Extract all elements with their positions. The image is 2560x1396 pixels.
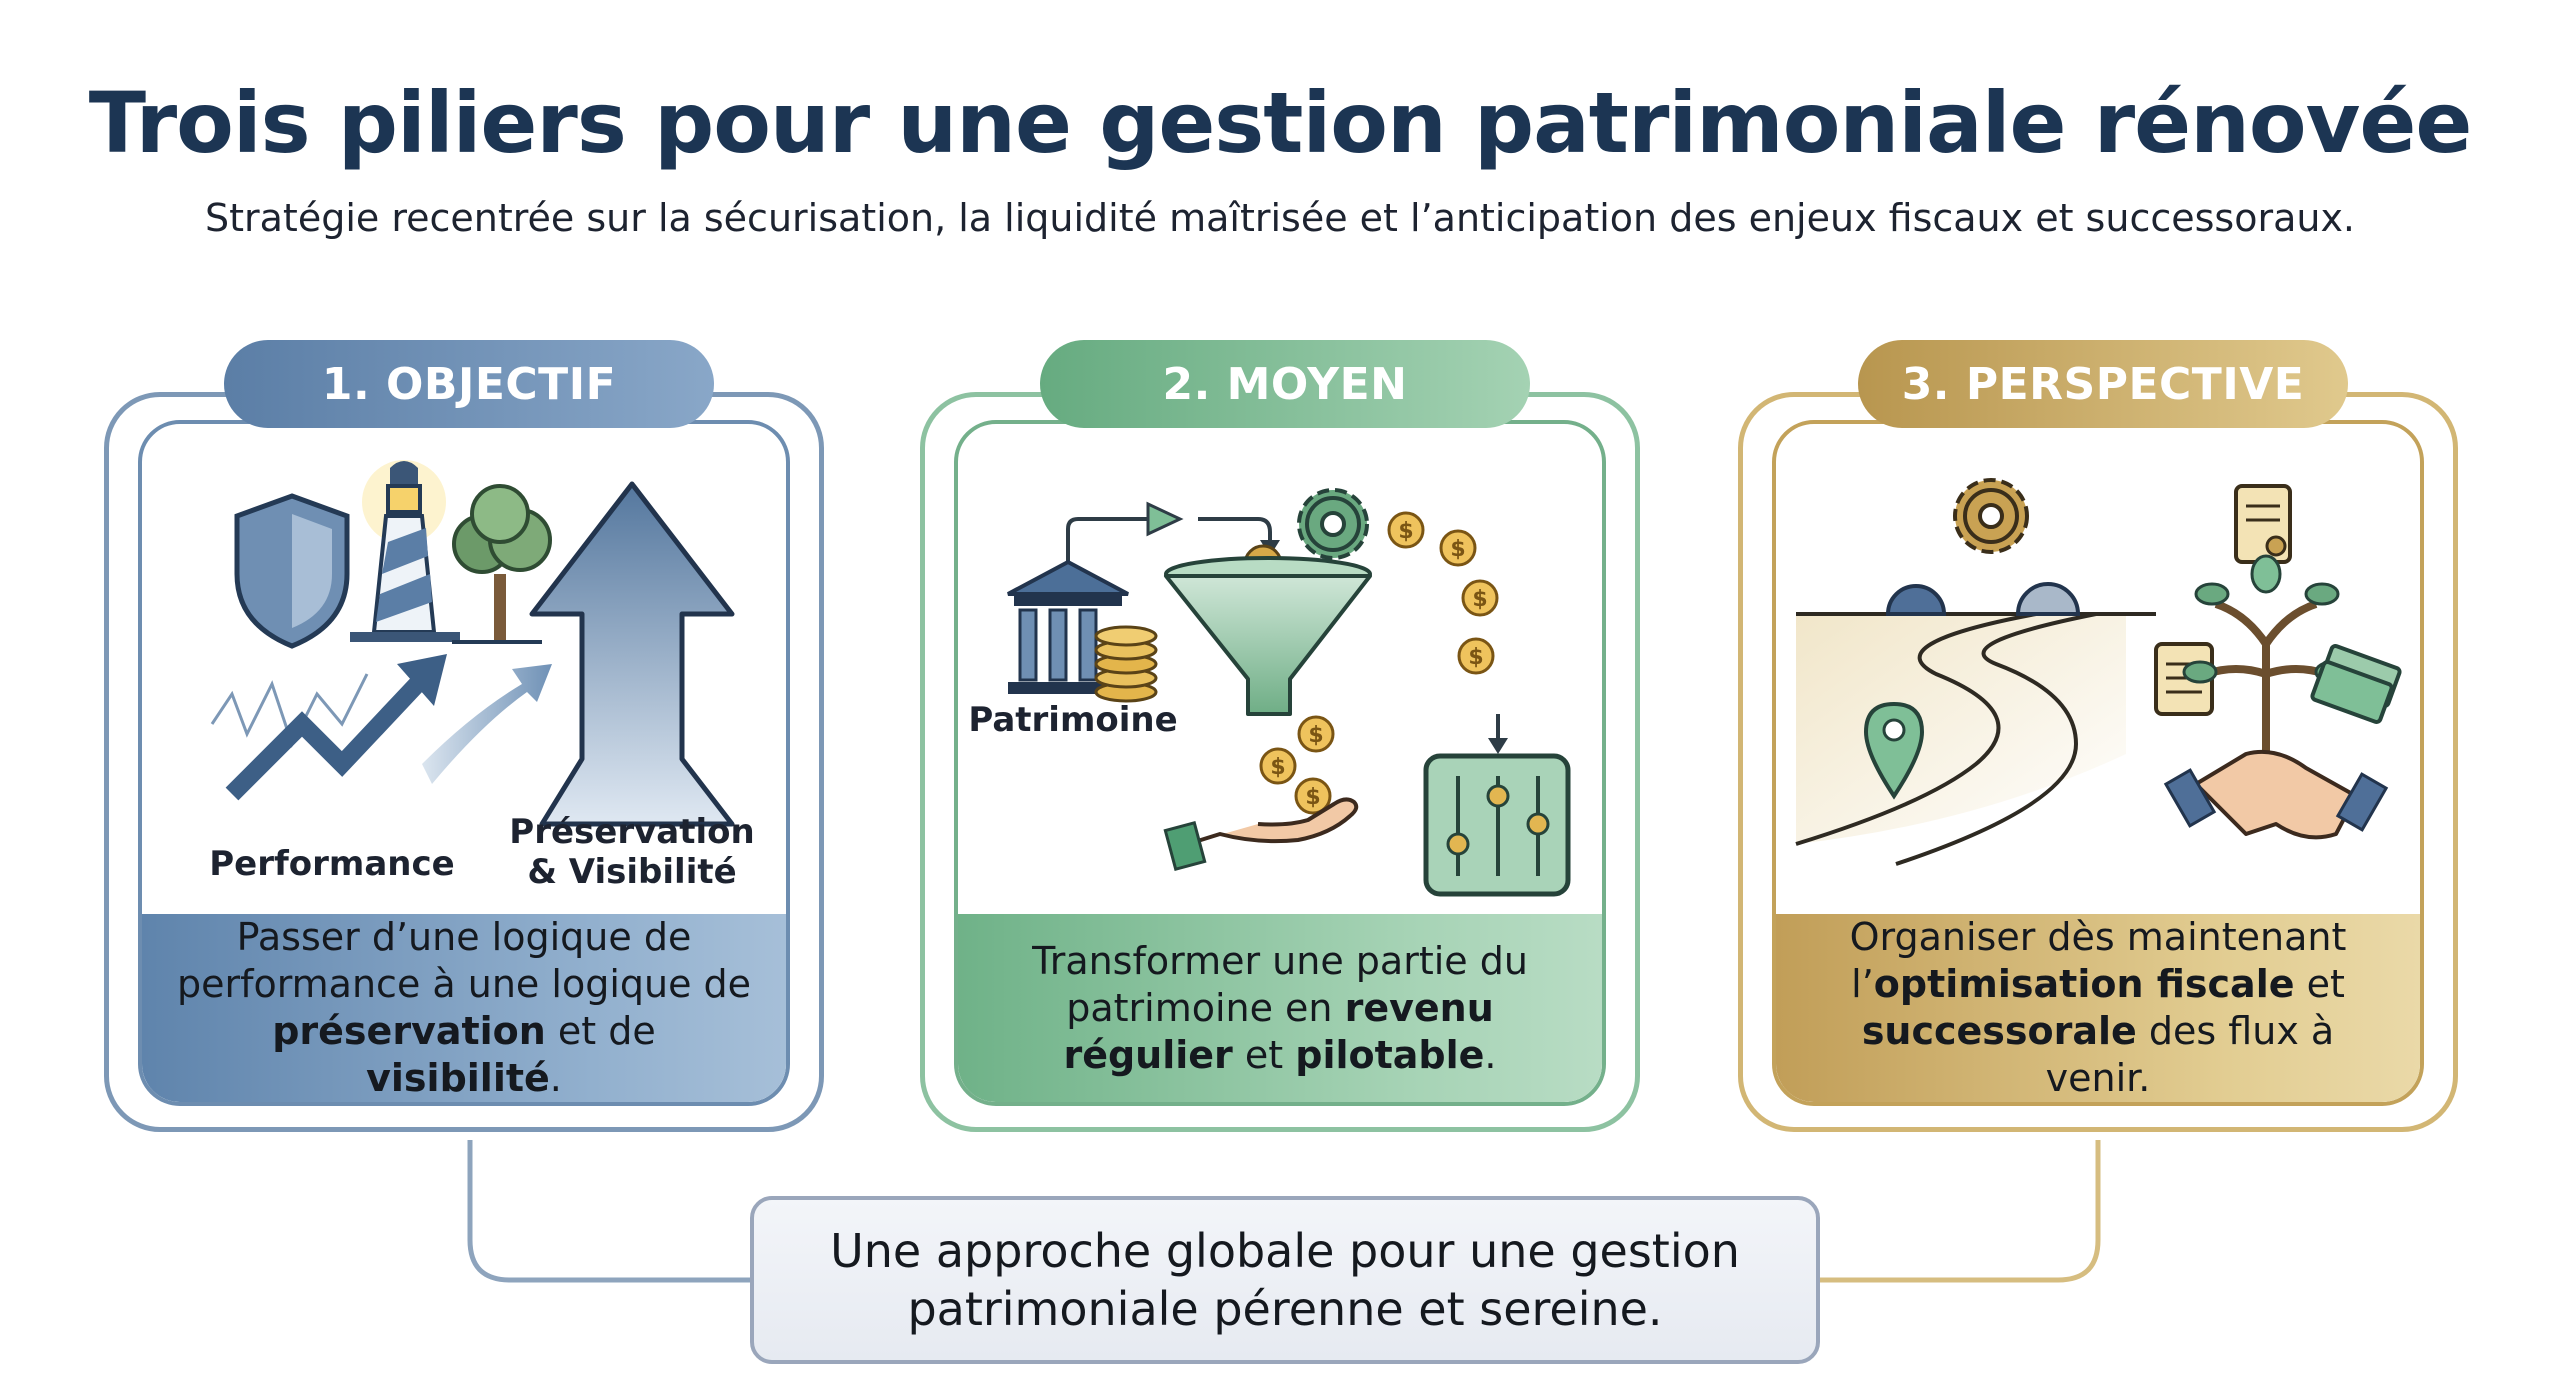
connector-left [467, 1140, 750, 1283]
road-icon [1795, 612, 2156, 866]
description-text: Transformer une partie du patrimoine en … [988, 938, 1572, 1079]
description-emphasis: visibilité [366, 1056, 550, 1100]
tree-icon [452, 484, 552, 644]
coin-stack-icon [1094, 625, 1158, 703]
description-run: Passer d’une logique de performance à un… [176, 915, 752, 1006]
coins-icon: $ $ $ $ $ $ $ [1259, 511, 1499, 815]
moyen-illustration: $ $ $ $ $ $ $ [1007, 488, 1571, 897]
pillar-description: Organiser dès maintenant l’optimisation … [1776, 914, 2420, 1102]
description-text: Passer d’une logique de performance à un… [172, 914, 756, 1102]
perspective-illustration [1795, 478, 2402, 866]
big-up-arrow-icon [529, 481, 735, 827]
curved-arrow-icon [422, 664, 552, 784]
pillar-card: $ $ $ $ $ $ $ [954, 420, 1606, 1106]
description-emphasis: revenu régulier [1063, 985, 1494, 1077]
pillar-description: Transformer une partie du patrimoine en … [958, 914, 1602, 1102]
shield-icon [234, 493, 350, 649]
money-tree-icon [2182, 554, 2350, 754]
description-run: des flux à venir. [2045, 1009, 2335, 1100]
description-run: Organiser dès maintenant l’ [1849, 915, 2347, 1006]
description-run: et [2294, 962, 2345, 1006]
pillar-card: Organiser dès maintenant l’optimisation … [1772, 420, 2424, 1106]
page-subtitle: Stratégie recentrée sur la sécurisation,… [204, 196, 2356, 240]
label-patrimoine: Patrimoine [968, 700, 1178, 740]
svg-text:$: $ [1472, 587, 1487, 612]
svg-text:$: $ [1450, 537, 1465, 562]
pillar-moyen: $ $ $ $ $ $ $ [920, 340, 1640, 1140]
pillar-label: 1. OBJECTIF [224, 340, 714, 428]
description-emphasis: successorale [1861, 1009, 2137, 1053]
label-preservation-line2: & Visibilité [527, 852, 737, 892]
bank-icon [1007, 559, 1129, 694]
svg-text:$: $ [1308, 723, 1323, 748]
pillar-objectif: Performance Préservation & Visibilité Pa… [104, 340, 824, 1140]
gears-icon [1885, 478, 2081, 616]
funnel-icon [1164, 556, 1372, 716]
location-pin-icon [1863, 701, 1925, 800]
label-preservation: Préservation & Visibilité [482, 812, 782, 892]
svg-text:$: $ [1305, 785, 1320, 810]
banknotes-icon [2310, 644, 2402, 724]
description-run: Transformer une partie du patrimoine en [1032, 938, 1528, 1030]
hand-receiving-icon [1163, 797, 1359, 872]
handshake-icon [2163, 749, 2389, 840]
description-run: et [1232, 1032, 1296, 1077]
objectif-illustration [210, 460, 735, 827]
svg-text:$: $ [1270, 755, 1285, 780]
connector-right [1820, 1140, 2101, 1283]
pillar-card: Performance Préservation & Visibilité Pa… [138, 420, 790, 1106]
pillar-description: Passer d’une logique de performance à un… [142, 914, 786, 1102]
pillar-perspective: Organiser dès maintenant l’optimisation … [1738, 340, 2458, 1140]
description-run: . [549, 1056, 562, 1100]
description-run: . [1484, 1032, 1497, 1077]
zigzag-up-arrow-icon [210, 654, 447, 801]
description-emphasis: préservation [272, 1009, 546, 1053]
label-performance: Performance [209, 844, 455, 884]
svg-text:$: $ [1398, 519, 1413, 544]
flow-arrows [1066, 501, 1508, 754]
control-panel-icon [1423, 753, 1571, 897]
label-preservation-line1: Préservation [509, 812, 755, 852]
lighthouse-icon [350, 460, 460, 642]
pillar-label: 3. PERSPECTIVE [1858, 340, 2348, 428]
description-emphasis: optimisation fiscale [1873, 962, 2295, 1006]
description-text: Organiser dès maintenant l’optimisation … [1806, 914, 2390, 1102]
pillar-label: 2. MOYEN [1040, 340, 1530, 428]
svg-text:$: $ [1468, 645, 1483, 670]
description-run: et de [545, 1009, 656, 1053]
conclusion-box: Une approche globale pour une gestion pa… [750, 1196, 1820, 1364]
page-title: Trois piliers pour une gestion patrimoni… [88, 74, 2473, 172]
description-emphasis: pilotable [1295, 1032, 1485, 1077]
